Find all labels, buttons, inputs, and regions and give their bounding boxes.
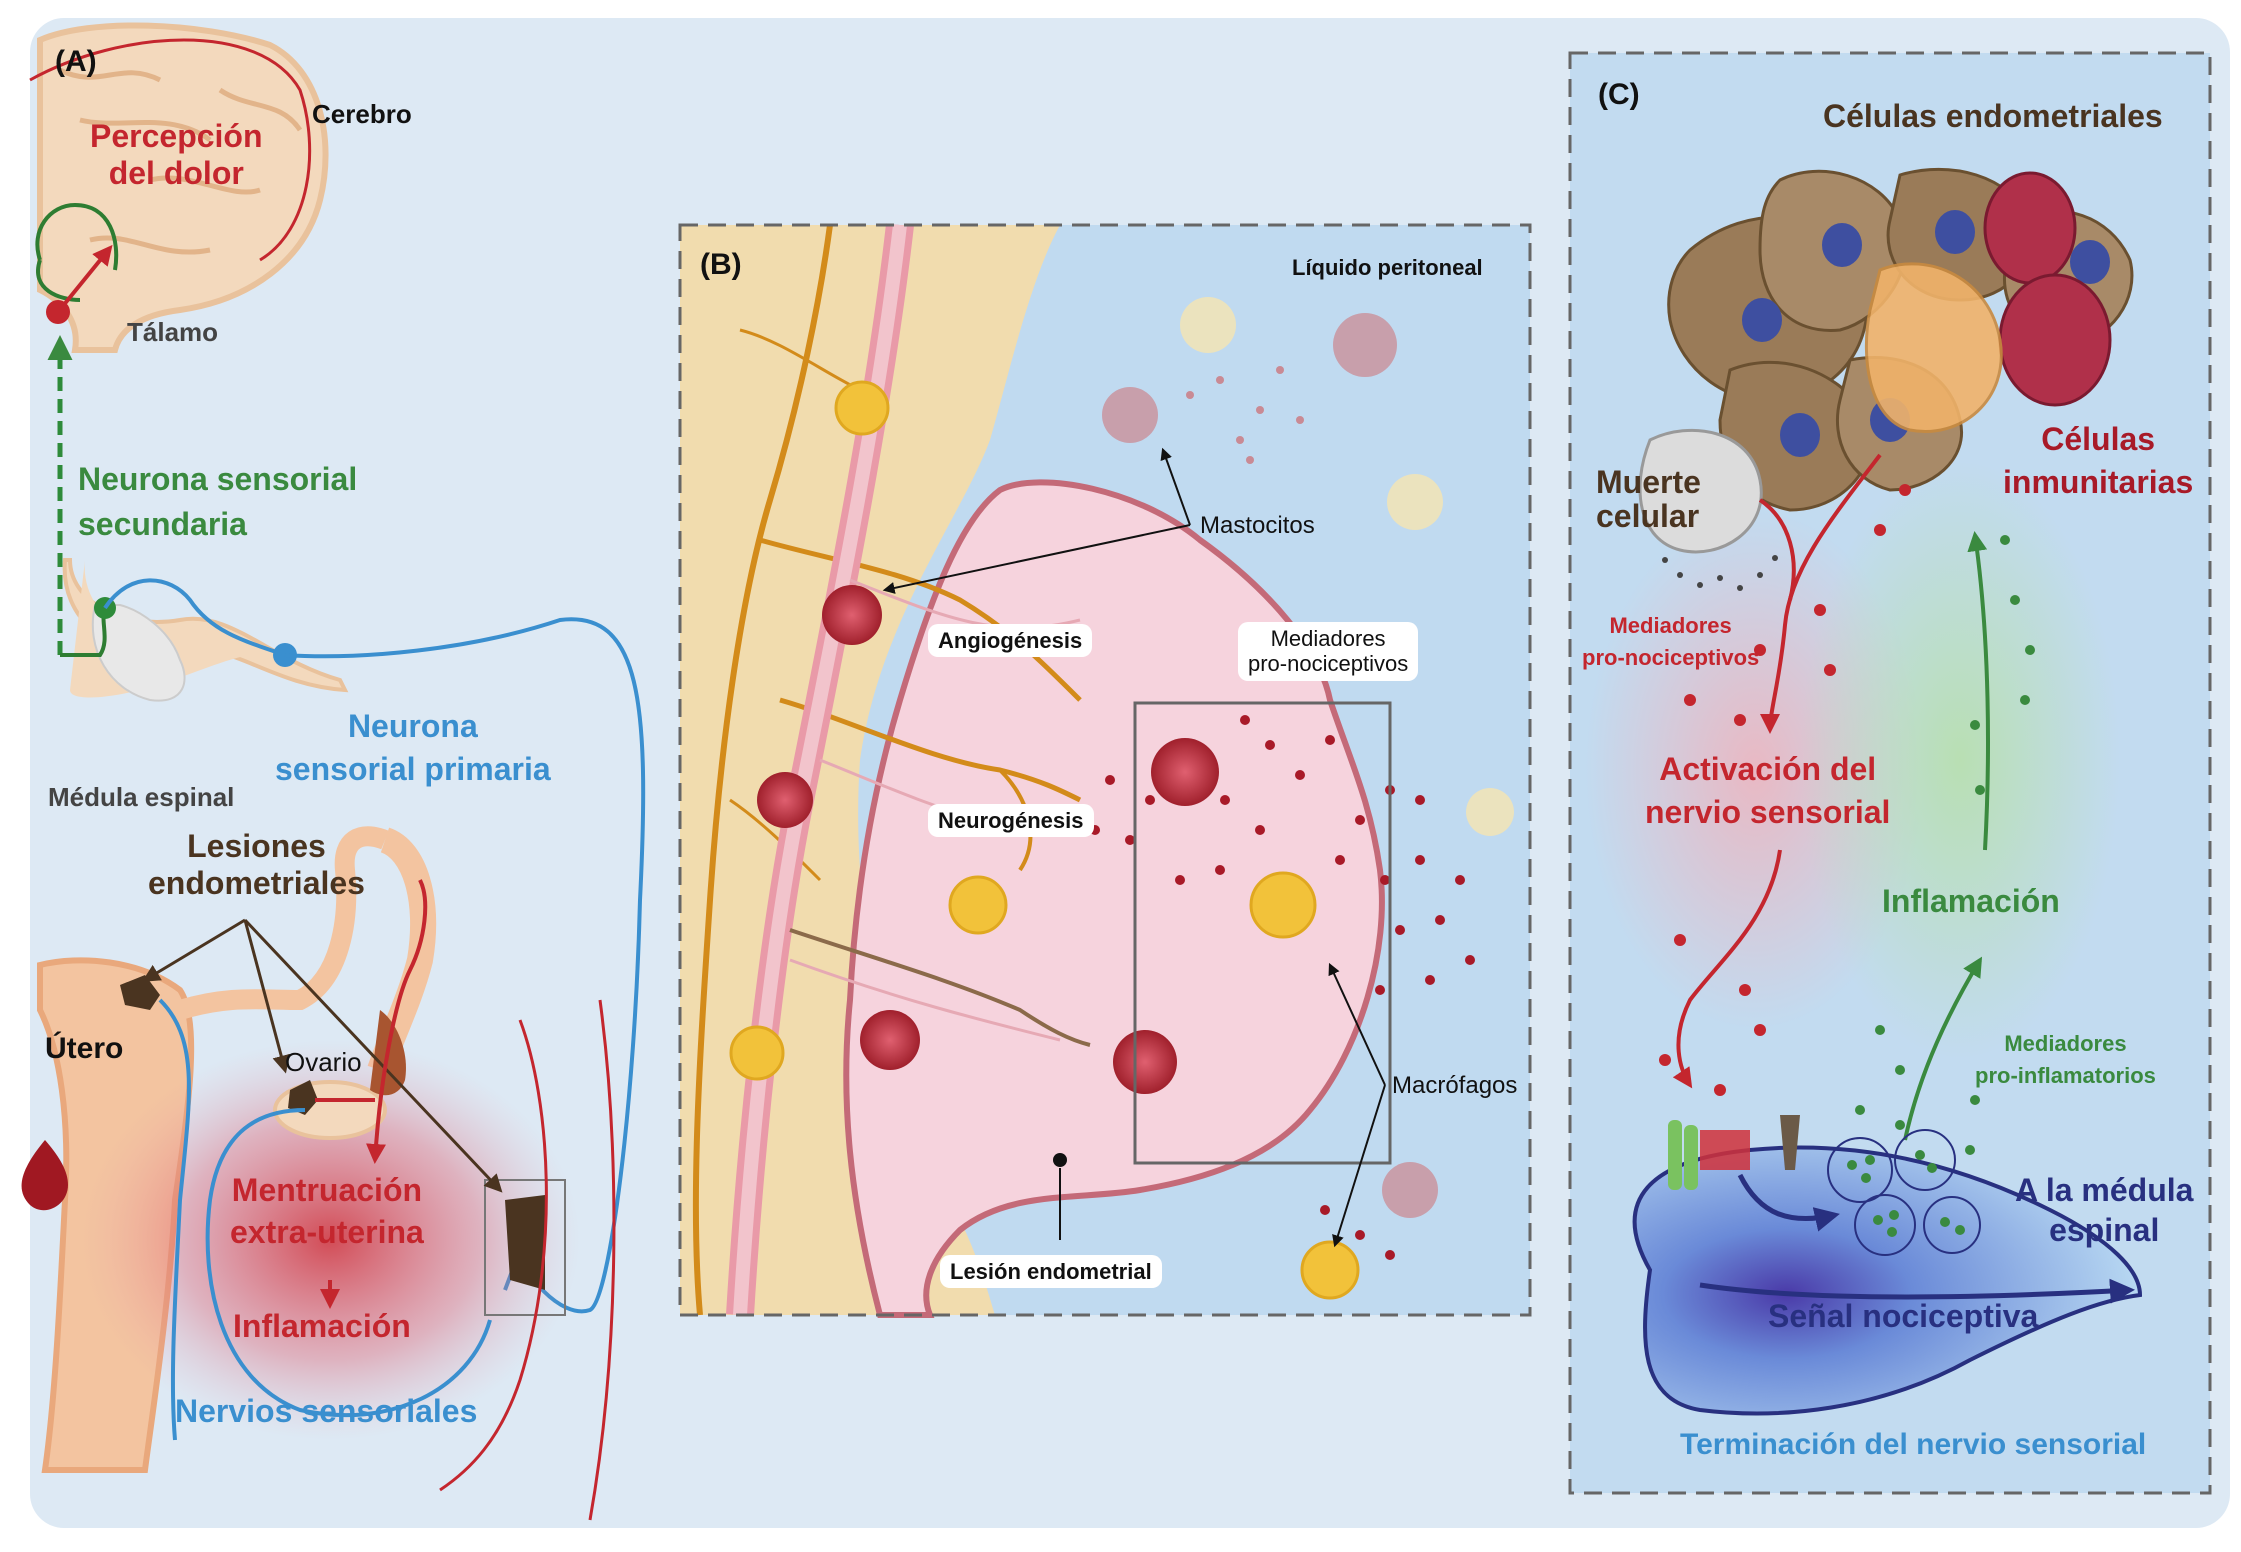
- panel-b-art: [678, 223, 1532, 1318]
- activacion-label: Activación del nervio sensorial: [1645, 751, 1891, 831]
- talamo-label: Tálamo: [127, 317, 219, 347]
- a-la-medula-label: A la médula espinal: [2015, 1172, 2194, 1248]
- utero-label: Útero: [45, 1032, 124, 1065]
- medula-label: Médula espinal: [48, 782, 235, 812]
- lesion-label: Lesión endometrial: [940, 1255, 1162, 1289]
- terminacion-label: Terminación del nervio sensorial: [1680, 1428, 2147, 1461]
- panel-a-art: [21, 22, 646, 1521]
- panel-a-label: (A): [55, 45, 97, 78]
- neurona-secundaria-label: Neurona sensorial secundaria: [78, 461, 358, 542]
- mediadores-inflam-label: Mediadores pro-inflamatorios: [1975, 1031, 2156, 1088]
- cerebro-label: Cerebro: [312, 99, 412, 129]
- mediadores-b-label: Mediadores pro-nociceptivos: [1238, 622, 1419, 681]
- neurona-primaria-label: Neurona sensorial primaria: [275, 708, 551, 788]
- celulas-endo-label: Células endometriales: [1823, 98, 2163, 134]
- panel-b-label: (B): [700, 248, 742, 281]
- senal-label: Señal nociceptiva: [1768, 1298, 2039, 1334]
- liquido-label: Líquido peritoneal: [1292, 255, 1483, 280]
- lesiones-label: Lesiones endometriales: [148, 828, 365, 901]
- nervios-label: Nervios sensoriales: [175, 1393, 478, 1429]
- mastocitos-label: Mastocitos: [1200, 512, 1315, 539]
- angiogenesis-label: Angiogénesis: [928, 624, 1093, 658]
- mediadores-noci-label: Mediadores pro-nociceptivos: [1582, 613, 1760, 670]
- panel-c-label: (C): [1598, 78, 1640, 111]
- macrofagos-label: Macrófagos: [1392, 1072, 1518, 1099]
- inflamacion-a-label: Inflamación: [233, 1308, 411, 1344]
- inflamacion-c-label: Inflamación: [1882, 883, 2060, 919]
- percepcion-label: Percepción del dolor: [90, 118, 263, 191]
- neurogenesis-label: Neurogénesis: [928, 804, 1094, 838]
- panel-c-art: [1568, 51, 2212, 1495]
- muerte-label: Muerte celular: [1596, 464, 1701, 534]
- ovario-label: Ovario: [285, 1047, 362, 1077]
- celulas-inmu-label: Células inmunitarias: [2003, 421, 2194, 501]
- menstruacion-label: Mentruación extra-uterina: [230, 1172, 424, 1250]
